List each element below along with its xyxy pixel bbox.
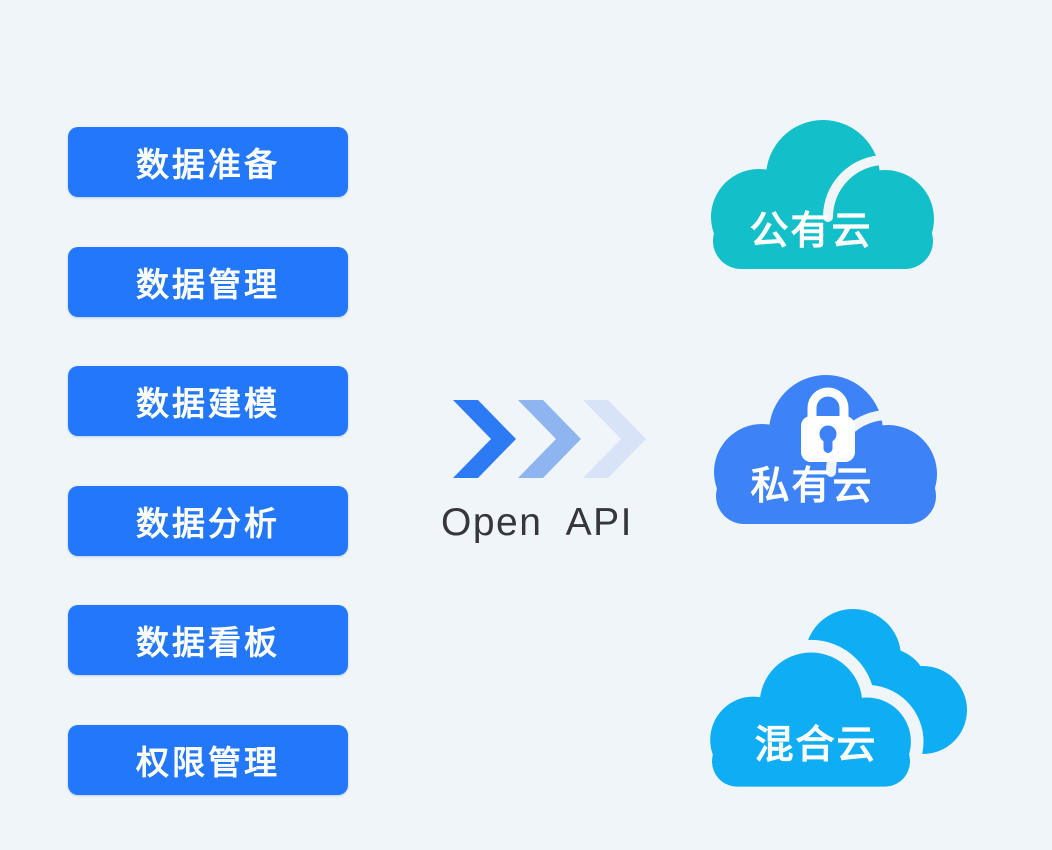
module-label: 数据管理 [136,265,280,303]
public-cloud: 公有云 [711,120,934,269]
lock-icon [801,387,855,462]
module-button-data-analysis[interactable]: 数据分析 [68,485,348,556]
cloud-swirl-cut [823,155,890,222]
module-button-list: 数据准备 数据管理 数据建模 数据分析 数据看板 权限管理 [68,127,348,795]
chevron-2-icon [518,400,581,478]
module-label: 数据建模 [136,385,280,422]
private-cloud-label: 私有云 [750,465,873,508]
module-button-data-modeling[interactable]: 数据建模 [68,366,348,436]
chevron-3-icon [583,400,646,478]
module-button-data-management[interactable]: 数据管理 [68,246,348,317]
open-api-label: Open API [441,501,633,544]
module-label: 数据准备 [136,146,280,183]
module-button-data-dashboard[interactable]: 数据看板 [68,605,348,675]
private-cloud: 私有云 [714,375,937,524]
triple-chevron-arrow-icon [453,400,646,478]
hybrid-cloud-label: 混合云 [754,724,877,767]
chevron-1-icon [453,400,516,478]
hybrid-cloud: 混合云 [710,609,967,787]
module-label: 数据分析 [136,504,280,542]
module-button-permission-management[interactable]: 权限管理 [68,724,348,795]
public-cloud-label: 公有云 [749,210,872,253]
module-label: 权限管理 [136,743,280,781]
module-label: 数据看板 [136,624,280,661]
module-button-data-preparation[interactable]: 数据准备 [68,127,348,197]
